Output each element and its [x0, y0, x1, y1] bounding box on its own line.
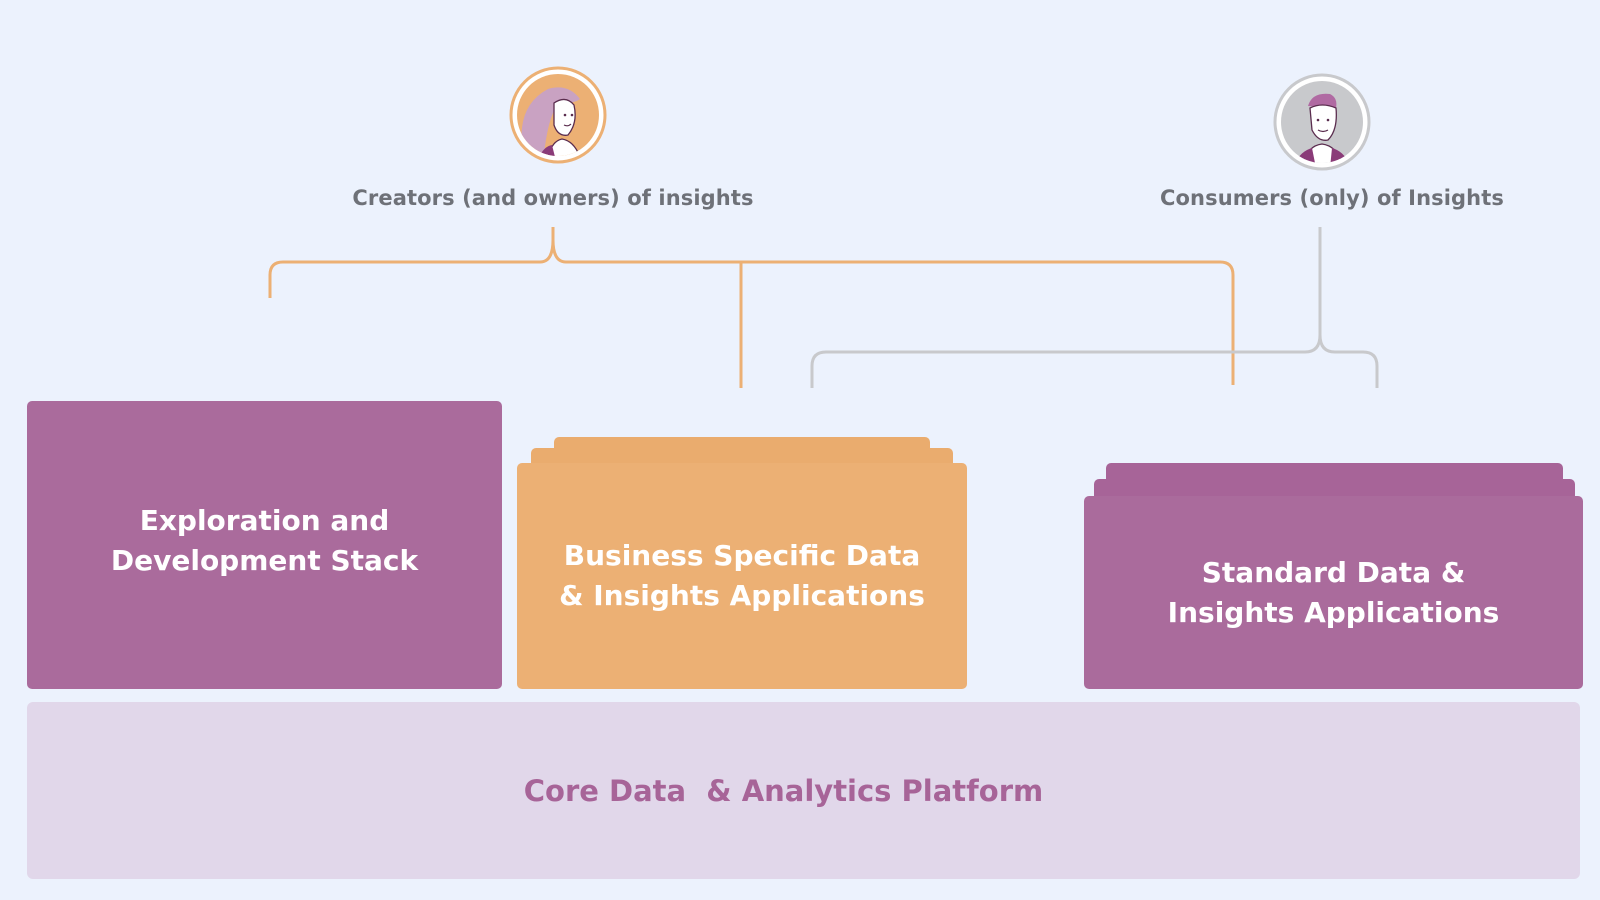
exploration-label-line1: Exploration and — [139, 504, 390, 537]
business-specific-applications-block: Business Specific Data & Insights Applic… — [517, 463, 967, 689]
consumers-avatar — [1272, 72, 1372, 172]
consumers-bracket — [810, 227, 1379, 388]
man-avatar-icon — [1273, 73, 1371, 171]
creators-bracket — [268, 227, 1235, 388]
platform-label: Core Data & Analytics Platform — [523, 773, 1044, 808]
creators-avatar — [508, 65, 608, 165]
business-label-line2: & Insights Applications — [559, 579, 925, 612]
creators-label: Creators (and owners) of insights — [352, 186, 754, 210]
exploration-label-line2: Development Stack — [110, 544, 419, 577]
woman-avatar-icon — [509, 66, 607, 164]
business-label-line1: Business Specific Data — [563, 539, 921, 572]
consumers-label: Consumers (only) of Insights — [1160, 186, 1504, 210]
standard-applications-block: Standard Data & Insights Applications — [1084, 496, 1583, 689]
core-data-analytics-platform: Core Data & Analytics Platform — [27, 702, 1580, 879]
exploration-development-stack-block: Exploration and Development Stack — [27, 401, 502, 689]
standard-label-line1: Standard Data & — [1201, 555, 1466, 589]
standard-label-line2: Insights Applications — [1167, 595, 1500, 629]
